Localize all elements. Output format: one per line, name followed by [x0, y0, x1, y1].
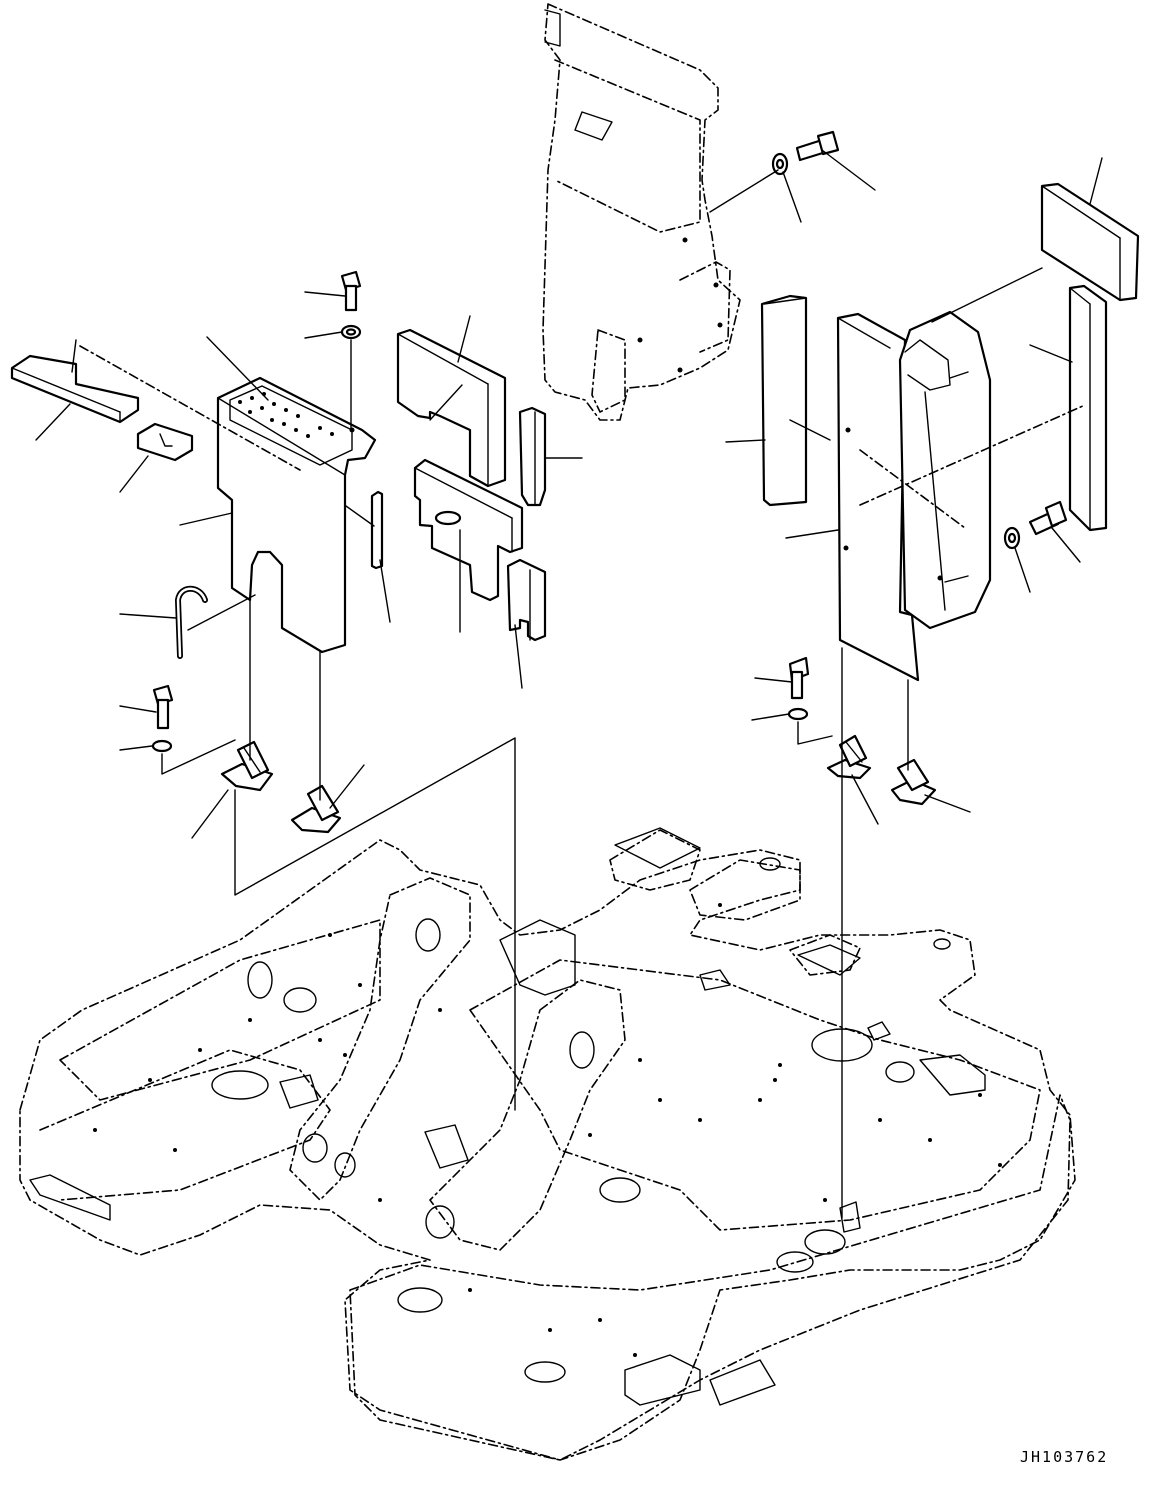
- insulation-pad-left-long: [10, 339, 140, 441]
- top-washer-right: [771, 152, 802, 223]
- top-bolt-right: [795, 130, 876, 191]
- mid-bolt-right: [1028, 500, 1081, 563]
- small-pad-center-lower: [506, 558, 547, 689]
- small-block-left: [119, 422, 194, 493]
- small-pad-center-right: [518, 406, 583, 507]
- revolving-frame: [19, 827, 1076, 1461]
- side-cover-housing: [859, 310, 992, 630]
- rear-panel-cover: [542, 3, 741, 421]
- insulation-pad-right-left: [725, 294, 831, 507]
- lower-bolt-left: [119, 684, 174, 730]
- bracket-left-b: [290, 764, 365, 834]
- lower-washer-right: [751, 707, 833, 745]
- bracket-right-b: [890, 758, 971, 813]
- drawing-code: JH103762: [1020, 1448, 1108, 1466]
- lower-bolt-right: [754, 656, 810, 700]
- insulation-pad-top-right: [931, 157, 1140, 323]
- insulation-pad-with-hole: [413, 458, 524, 633]
- insulation-pad-u-shape: [396, 315, 507, 488]
- bracket-left-a: [191, 740, 274, 839]
- mid-washer-right: [1003, 526, 1031, 593]
- insulation-pad-right-tall: [859, 284, 1108, 532]
- lower-washer-left: [119, 739, 236, 775]
- thin-strip: [345, 490, 391, 623]
- main-panel-left: [79, 336, 377, 654]
- top-bolt-left: [304, 270, 362, 312]
- bracket-right-a: [826, 734, 879, 825]
- hook-part: [119, 585, 256, 659]
- top-washer-left: [304, 324, 362, 429]
